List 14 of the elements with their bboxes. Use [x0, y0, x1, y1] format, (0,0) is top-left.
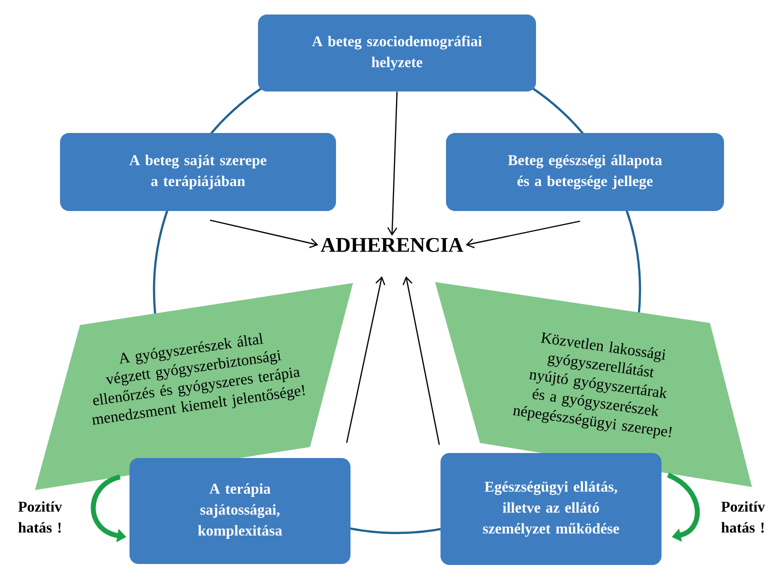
- factor-box: Egészségügyi ellátás, illetve az ellátó személyzet működése: [440, 452, 662, 565]
- factor-box: Beteg egészségi állapota és a betegsége jellege: [446, 132, 724, 211]
- edge-label: Pozitív hatás !: [18, 501, 62, 533]
- factor-box: A beteg saját szerepe a terápiájában: [60, 132, 336, 211]
- arrow: [346, 276, 386, 443]
- factor-box: A beteg szociodemográfiai helyzete: [258, 14, 536, 92]
- arrow: [466, 220, 580, 248]
- edge-label: Pozitív hatás !: [721, 501, 765, 533]
- arrow: [387, 92, 398, 236]
- arrow: [666, 472, 700, 542]
- arrow: [402, 276, 440, 445]
- central-title: ADHERENCIA: [320, 238, 464, 252]
- factor-box: A terápia sajátosságai, komplexitása: [130, 458, 350, 564]
- arrow: [210, 220, 318, 248]
